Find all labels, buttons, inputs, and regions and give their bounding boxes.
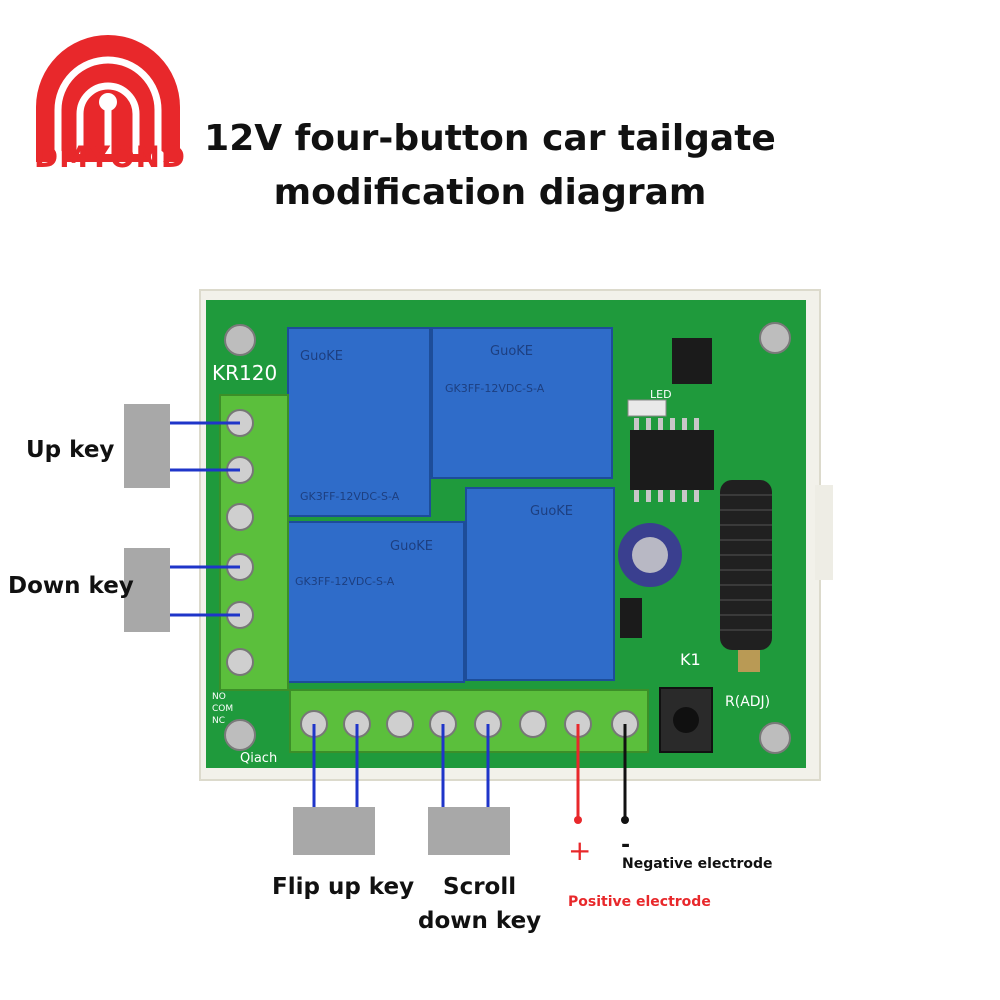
maker-marking: Qiach — [240, 751, 277, 766]
svg-text:GuoKE: GuoKE — [530, 504, 573, 519]
wires — [170, 421, 490, 807]
svg-text:GK3FF-12VDC-S-A: GK3FF-12VDC-S-A — [445, 382, 545, 395]
flip-up-key-button — [293, 807, 375, 855]
scroll-down-key-line-1: Scroll — [443, 874, 517, 900]
negative-electrode-label: Negative electrode — [622, 856, 773, 872]
scroll-down-key-button — [428, 807, 510, 855]
logo-text: DMYOND — [34, 140, 186, 174]
scroll-down-key-line-2: down key — [418, 908, 542, 934]
title-line-2: modification diagram — [273, 172, 707, 213]
terminal-marking-no: NO — [212, 692, 226, 702]
antenna-coil — [720, 480, 772, 672]
led-marking: LED — [650, 388, 672, 401]
down-key-label: Down key — [8, 573, 134, 599]
up-key-label: Up key — [26, 437, 115, 463]
down-key-button — [124, 548, 170, 632]
page-title: 12V four-button car tailgate modificatio… — [200, 112, 780, 220]
ic-chip — [630, 430, 714, 490]
up-key-button — [124, 404, 170, 488]
capacitor — [618, 523, 682, 587]
bottom-terminal-block — [289, 689, 649, 753]
svg-text:GK3FF-12VDC-S-A: GK3FF-12VDC-S-A — [295, 575, 395, 588]
model-marking: KR120 — [212, 361, 277, 385]
minus-symbol: - — [621, 833, 630, 858]
relay-2: GuoKE GK3FF-12VDC-S-A — [431, 327, 613, 479]
terminal-marking-nc: NC — [212, 716, 225, 726]
relay-3: GuoKE GK3FF-12VDC-S-A — [287, 521, 465, 683]
title-line-1: 12V four-button car tailgate — [204, 118, 776, 159]
adjust-marking: R(ADJ) — [725, 694, 770, 710]
positive-electrode-label: Positive electrode — [568, 894, 711, 910]
svg-text:GuoKE: GuoKE — [390, 539, 433, 554]
svg-text:GuoKE: GuoKE — [300, 349, 343, 364]
plus-symbol: + — [568, 834, 591, 867]
terminal-marking-com: COM — [212, 704, 233, 714]
svg-text:GuoKE: GuoKE — [490, 344, 533, 359]
flip-up-key-label: Flip up key — [272, 874, 415, 900]
relay-4: GuoKE — [465, 487, 615, 681]
key-marking: K1 — [680, 650, 701, 669]
mounting-screws — [224, 322, 791, 754]
left-terminal-block — [219, 394, 289, 691]
svg-text:GK3FF-12VDC-S-A: GK3FF-12VDC-S-A — [300, 490, 400, 503]
ic-chip-small — [672, 338, 712, 384]
scroll-down-key-label: Scroll down key — [418, 870, 541, 938]
led — [627, 399, 667, 417]
brand-logo — [36, 35, 180, 164]
relay-1: GuoKE GK3FF-12VDC-S-A — [287, 327, 431, 517]
